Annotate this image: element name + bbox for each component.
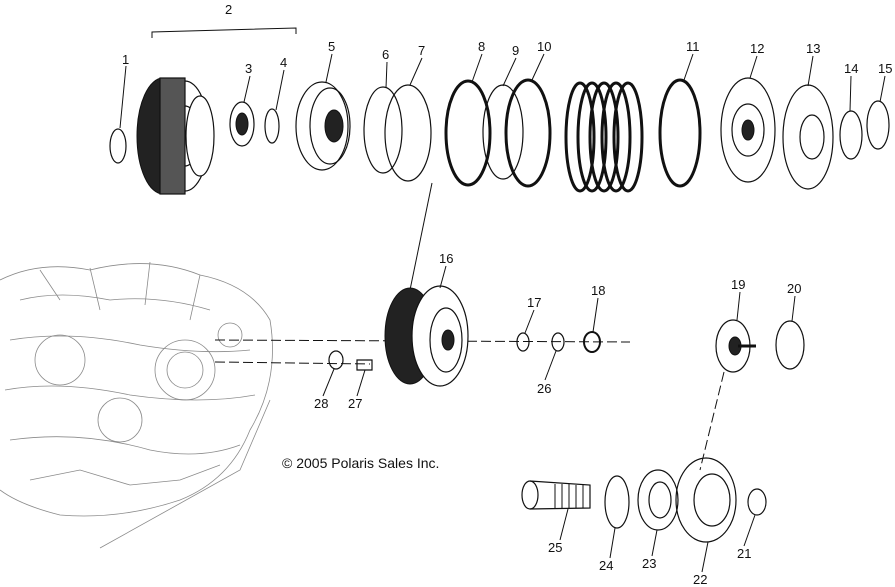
callout-16: 16 [439, 251, 453, 266]
snap-ring-20 [775, 320, 805, 370]
callout-2: 2 [225, 2, 232, 17]
callout-24: 24 [599, 558, 613, 573]
clutch-basket-16 [384, 285, 469, 387]
snap-ring-15 [866, 100, 890, 150]
callout-15: 15 [878, 61, 892, 76]
leader-lines [119, 53, 886, 573]
copyright-text: © 2005 Polaris Sales Inc. [282, 455, 439, 471]
bearing-3 [229, 101, 255, 147]
callout-27: 27 [348, 396, 362, 411]
callout-11: 11 [686, 39, 700, 54]
callout-5: 5 [328, 39, 335, 54]
washer-17 [516, 332, 530, 352]
callout-28: 28 [314, 396, 328, 411]
callout-14: 14 [844, 61, 858, 76]
nut-18 [583, 331, 601, 353]
snap-ring-4 [264, 108, 280, 144]
centerlines [214, 182, 725, 471]
callout-20: 20 [787, 281, 801, 296]
pressure-plate-12 [720, 77, 776, 183]
shaft-25 [521, 480, 591, 510]
friction-plate-11 [658, 78, 702, 188]
callout-19: 19 [731, 277, 745, 292]
friction-plate-8 [444, 79, 492, 187]
clutch-gear-assembly-2 [136, 77, 215, 195]
callout-4: 4 [280, 55, 287, 70]
clutch-hub-5 [295, 81, 351, 171]
spring-washer-13 [782, 84, 834, 190]
callout-22: 22 [693, 572, 707, 587]
callout-18: 18 [591, 283, 605, 298]
washer-26 [551, 332, 565, 352]
snap-ring-1 [109, 128, 127, 164]
snap-ring-24 [604, 475, 630, 529]
bearing-23 [637, 469, 679, 531]
callout-9: 9 [512, 43, 519, 58]
plate-stack [564, 81, 644, 193]
callout-25: 25 [548, 540, 562, 555]
ring-7 [384, 84, 432, 182]
callout-1: 1 [122, 52, 129, 67]
seal-21 [747, 488, 767, 516]
bracket-2 [151, 27, 297, 38]
callout-8: 8 [478, 39, 485, 54]
callout-21: 21 [737, 546, 751, 561]
bolt-27 [356, 359, 373, 371]
release-bearing-19 [715, 319, 756, 373]
engine-block [0, 261, 273, 549]
callout-12: 12 [750, 41, 764, 56]
ring-6 [363, 86, 403, 174]
callout-23: 23 [642, 556, 656, 571]
friction-plate-10 [504, 78, 552, 188]
callout-13: 13 [806, 41, 820, 56]
washer-28 [328, 350, 344, 370]
callout-26: 26 [537, 381, 551, 396]
ring-14 [839, 110, 863, 160]
callout-3: 3 [245, 61, 252, 76]
callout-17: 17 [527, 295, 541, 310]
callout-labels: 1 2 3 4 5 6 7 8 9 10 11 12 13 14 15 16 1… [122, 2, 892, 587]
callout-10: 10 [537, 39, 551, 54]
callout-6: 6 [382, 47, 389, 62]
cover-22 [675, 457, 737, 543]
callout-7: 7 [418, 43, 425, 58]
